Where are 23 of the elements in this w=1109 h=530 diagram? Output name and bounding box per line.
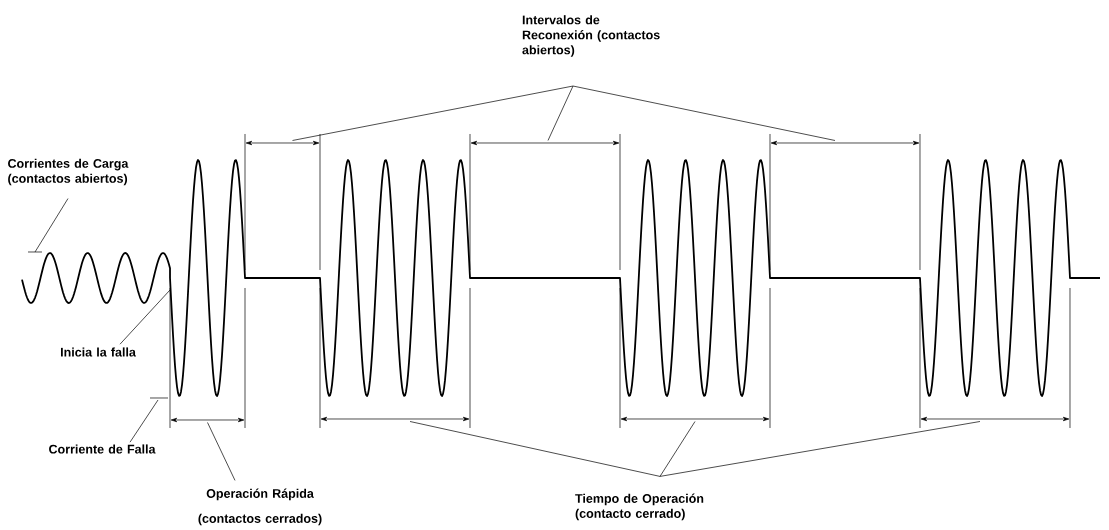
dimension-arrow — [470, 140, 620, 146]
dimension-arrow — [320, 416, 470, 422]
callout-text: Corrientes de Carga (contactos abiertos) — [8, 158, 129, 186]
callout-text: Corriente de Falla — [49, 444, 156, 454]
dimension-arrow — [770, 140, 920, 146]
callout-text: Inicia la falla — [61, 347, 136, 357]
leader-line — [207, 422, 236, 481]
callout-text: Operación Rápida (contactos cerrados) — [198, 488, 322, 526]
leader-line — [119, 289, 171, 345]
leader-line — [547, 85, 574, 141]
leader-line — [292, 85, 574, 141]
leader-line — [409, 421, 661, 477]
dimension-arrow — [170, 417, 245, 423]
leader-line — [572, 85, 836, 141]
callout-text: Tiempo de Operación (contacto cerrado) — [575, 493, 704, 521]
leader-line — [659, 421, 696, 477]
callout-text: Intervalos de Reconexión (contactos abiertos) — [522, 15, 660, 57]
dimension-arrow — [245, 140, 320, 146]
leader-line — [129, 399, 159, 443]
dimension-arrow — [620, 416, 770, 422]
leader-line — [659, 421, 981, 477]
leader-line — [34, 198, 69, 253]
dimension-arrow — [920, 416, 1070, 422]
